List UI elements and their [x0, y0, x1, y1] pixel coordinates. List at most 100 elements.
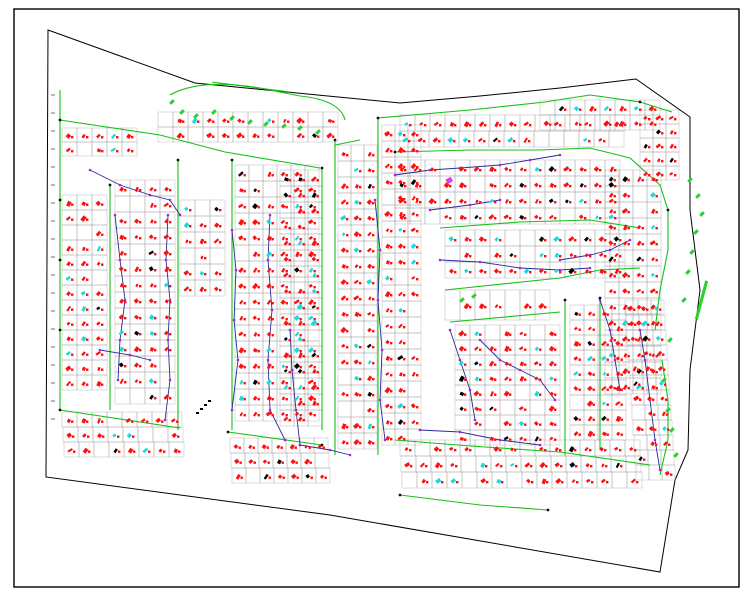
house-footprint — [66, 336, 72, 342]
house-footprint — [309, 461, 312, 464]
house-footprint — [359, 250, 362, 253]
house-footprint — [212, 135, 215, 138]
utility-node — [498, 438, 502, 442]
building-footprints — [65, 99, 709, 485]
utility-node — [638, 328, 642, 332]
house-footprint — [573, 386, 579, 391]
house-footprint — [627, 387, 630, 390]
house-footprint — [434, 462, 441, 469]
house-footprint — [302, 307, 305, 310]
house-footprint — [313, 350, 316, 353]
utility-node — [168, 298, 172, 302]
house-footprint — [504, 331, 510, 337]
house-footprint — [539, 201, 542, 204]
house-footprint — [539, 252, 544, 258]
house-footprint — [81, 246, 86, 252]
house-footprint — [416, 294, 419, 297]
house-footprint — [288, 291, 291, 294]
house-footprint — [302, 387, 305, 390]
house-footprint — [464, 363, 467, 366]
house-footprint — [519, 214, 525, 220]
house-footprint — [294, 235, 300, 241]
house-footprint — [183, 222, 190, 229]
house-footprint — [669, 172, 674, 176]
house-footprint — [149, 346, 155, 352]
house-footprint — [648, 160, 651, 163]
house-footprint — [539, 393, 542, 396]
house-footprint — [189, 289, 192, 292]
house-footprint — [80, 290, 86, 296]
house-footprint — [243, 174, 246, 177]
house-footprint — [66, 305, 72, 312]
open-space-building — [665, 407, 671, 413]
house-footprint — [649, 240, 656, 246]
house-footprint — [243, 366, 246, 369]
house-footprint — [359, 378, 362, 381]
utility-node — [230, 408, 234, 412]
lot-parcel — [661, 464, 676, 481]
house-footprint — [86, 308, 89, 311]
house-footprint — [434, 169, 437, 172]
house-footprint — [119, 378, 124, 385]
open-space-building — [667, 337, 673, 343]
house-footprint — [213, 238, 220, 244]
house-footprint — [176, 420, 179, 423]
house-footprint — [513, 140, 516, 143]
house-footprint — [403, 294, 406, 297]
house-footprint — [641, 355, 644, 358]
house-footprint — [601, 340, 607, 347]
house-footprint — [80, 260, 87, 267]
house-footprint — [397, 197, 405, 204]
street-marker — [666, 208, 670, 212]
house-footprint — [126, 148, 131, 153]
house-footprint — [404, 201, 407, 204]
house-group — [463, 302, 547, 310]
house-footprint — [587, 371, 593, 377]
house-footprint — [403, 358, 406, 361]
house-footprint — [523, 137, 528, 144]
house-footprint — [154, 237, 157, 240]
house-footprint — [464, 378, 467, 381]
house-footprint — [433, 121, 439, 127]
house-footprint — [524, 408, 527, 411]
house-footprint — [524, 333, 527, 336]
house-footprint — [404, 462, 411, 468]
house-group — [384, 130, 419, 441]
house-footprint — [283, 224, 288, 229]
house-footprint — [308, 219, 314, 225]
house-footprint — [327, 118, 333, 124]
house-footprint — [475, 199, 479, 204]
house-footprint — [311, 352, 317, 358]
house-footprint — [584, 253, 589, 258]
lot-parcel — [279, 297, 295, 315]
lot-parcel — [209, 247, 226, 265]
house-footprint — [243, 350, 246, 353]
house-footprint — [649, 288, 656, 294]
house-footprint — [416, 198, 419, 201]
house-footprint — [367, 439, 373, 445]
house-footprint — [302, 403, 305, 406]
house-footprint — [243, 190, 246, 193]
street-marker — [598, 296, 602, 300]
house-footprint — [310, 383, 318, 391]
house-footprint — [578, 343, 581, 346]
house-footprint — [139, 349, 142, 352]
house-footprint — [158, 448, 163, 453]
house-footprint — [411, 419, 416, 425]
house-footprint — [257, 318, 260, 321]
house-footprint — [410, 403, 416, 409]
street-marker — [58, 198, 62, 202]
house-footprint — [341, 440, 346, 445]
house-footprint — [199, 222, 204, 228]
house-footprint — [397, 131, 403, 137]
house-footprint — [367, 391, 373, 397]
house-footprint — [206, 132, 213, 139]
house-footprint — [628, 321, 635, 327]
house-footprint — [234, 458, 240, 464]
house-footprint — [606, 313, 609, 316]
house-footprint — [655, 355, 658, 358]
house-footprint — [479, 378, 482, 381]
house-footprint — [154, 317, 157, 320]
house-footprint — [214, 286, 219, 292]
house-footprint — [403, 230, 406, 233]
